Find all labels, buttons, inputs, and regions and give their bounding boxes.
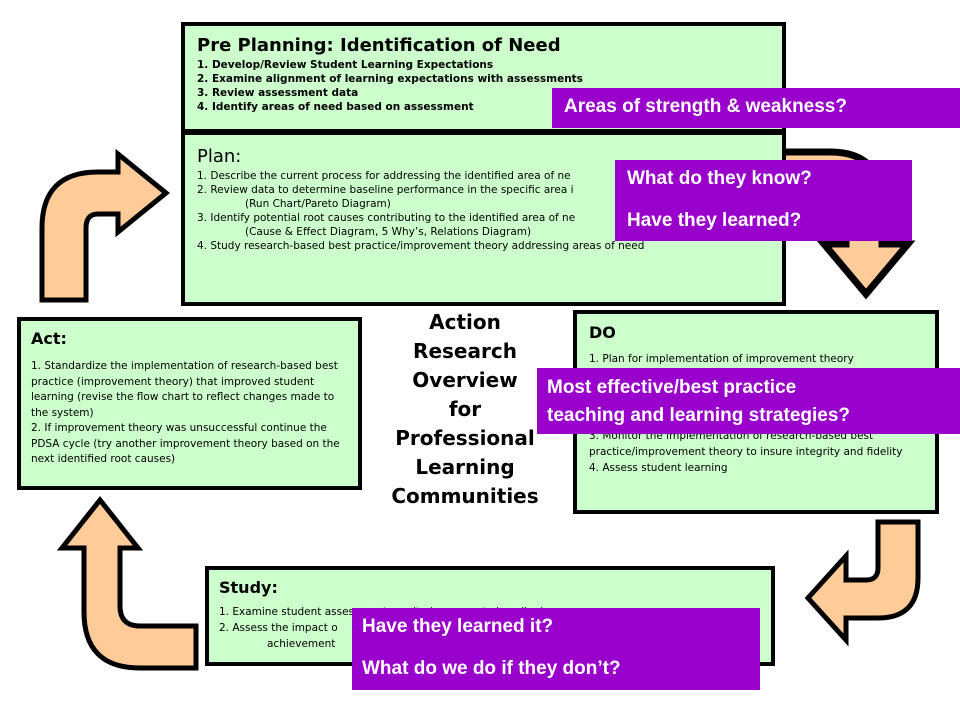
act-item: 2. If improvement theory was unsuccessfu… <box>31 422 340 465</box>
plan-title: Plan: <box>197 146 242 167</box>
callout-text: Most effective/best practice <box>547 377 797 398</box>
act-box: Act: 1. Standardize the implementation o… <box>17 317 362 490</box>
plan-item: 2. Review data to determine baseline per… <box>197 184 574 196</box>
callout-text: Have they learned? <box>627 210 802 231</box>
plan-item: 3. Identify potential root causes contri… <box>197 212 576 224</box>
arrow-act-to-preplanning <box>39 148 170 303</box>
center-label-line: Professional <box>395 426 535 450</box>
callout-best-practice: Most effective/best practice teaching an… <box>537 368 960 434</box>
plan-item: (Run Chart/Pareto Diagram) <box>245 198 391 210</box>
do-item: 1. Plan for implementation of improvemen… <box>589 353 854 365</box>
study-item: achievement <box>267 638 336 650</box>
plan-item: 4. Study research-based best practice/im… <box>197 240 645 252</box>
plan-item: (Cause & Effect Diagram, 5 Why’s, Relati… <box>245 226 532 238</box>
center-label: Action Research Overview for Professiona… <box>368 308 562 511</box>
pre-planning-item: 2. Examine alignment of learning expecta… <box>197 73 583 85</box>
act-title: Act: <box>31 329 67 348</box>
plan-item: 1. Describe the current process for addr… <box>197 170 571 182</box>
act-item: 1. Standardize the implementation of res… <box>31 360 338 419</box>
callout-text: Areas of strength & weakness? <box>564 96 847 117</box>
callout-text: teaching and learning strategies? <box>547 405 851 426</box>
arrow-do-to-study <box>804 519 921 647</box>
callout-text: What do they know? <box>627 168 812 189</box>
pre-planning-item: 4. Identify areas of need based on asses… <box>197 101 474 113</box>
center-label-line: Learning <box>415 455 515 479</box>
center-label-line: Communities <box>391 484 539 508</box>
pre-planning-item: 3. Review assessment data <box>197 87 359 99</box>
do-title: DO <box>589 323 616 342</box>
study-item: 2. Assess the impact o <box>219 622 338 634</box>
pre-planning-item: 1. Develop/Review Student Learning Expec… <box>197 59 494 71</box>
callout-learned-it: Have they learned it? What do we do if t… <box>352 608 760 690</box>
do-item: 4. Assess student learning <box>589 461 728 474</box>
callout-what-they-know: What do they know? Have they learned? <box>615 160 912 241</box>
center-label-line: Overview <box>412 368 518 392</box>
center-label-line: for <box>448 397 482 421</box>
callout-strength-weakness: Areas of strength & weakness? <box>552 88 960 128</box>
center-label-line: Action <box>429 310 501 334</box>
callout-text: What do we do if they don’t? <box>362 658 621 679</box>
center-label-line: Research <box>413 339 517 363</box>
callout-text: Have they learned it? <box>362 616 554 637</box>
pre-planning-title: Pre Planning: Identification of Need <box>197 35 561 56</box>
study-title: Study: <box>219 578 278 597</box>
arrow-study-to-act <box>56 495 199 671</box>
